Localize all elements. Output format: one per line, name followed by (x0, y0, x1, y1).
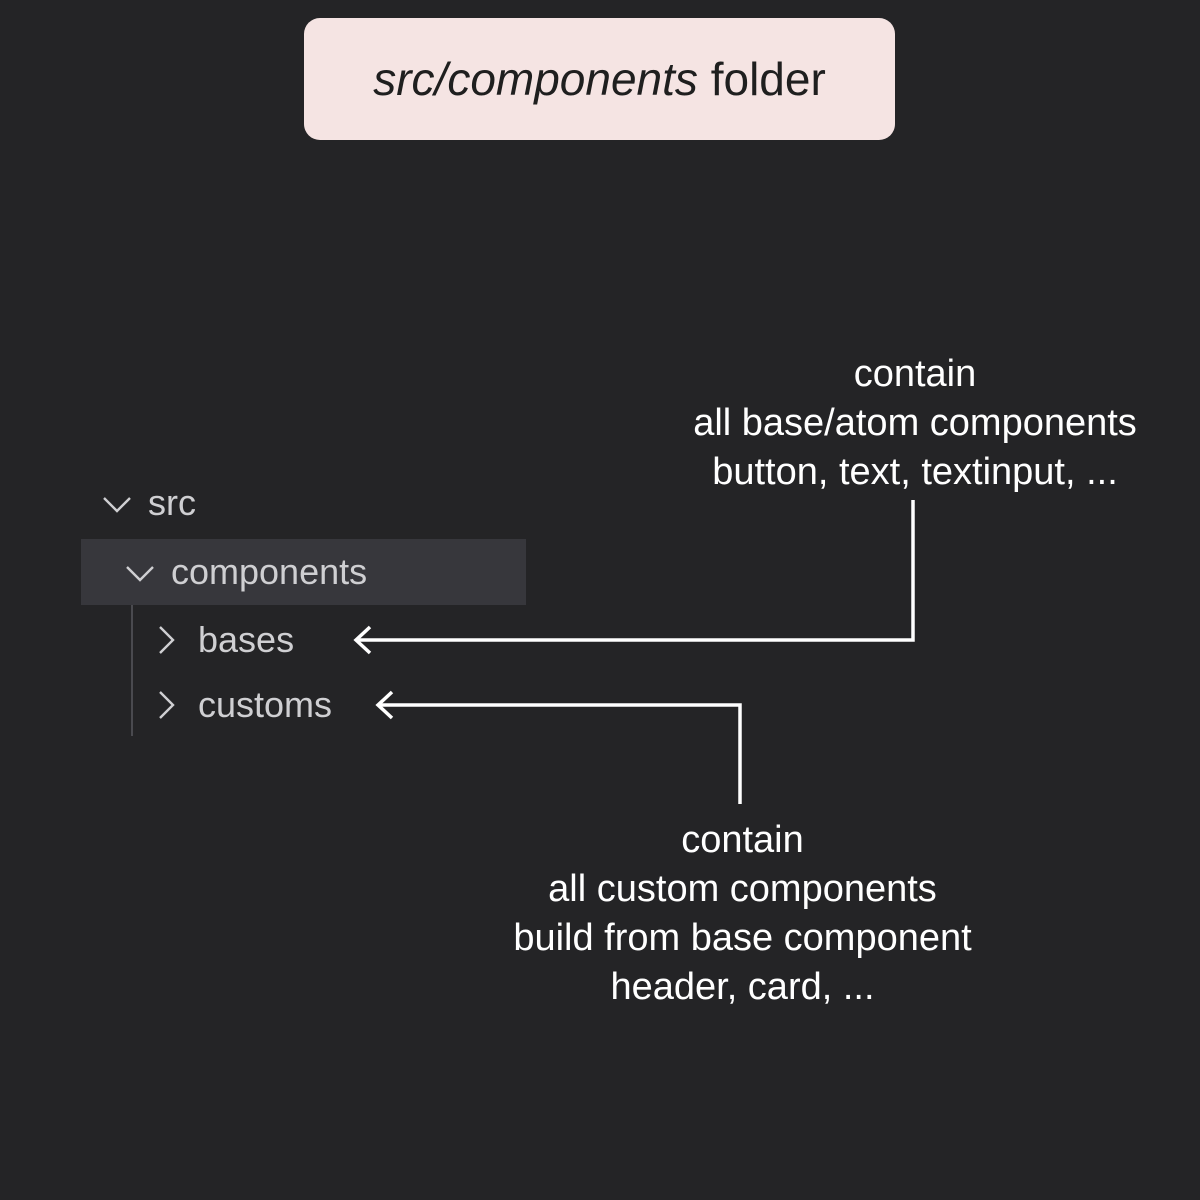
title-box: src/components folder (304, 18, 895, 140)
tree-row-src[interactable]: src (100, 478, 196, 528)
note-customs-line: build from base component (513, 917, 972, 959)
note-customs-line: contain (681, 819, 804, 861)
title-suffix: folder (710, 53, 826, 105)
chevron-right-icon (150, 623, 184, 657)
tree-row-customs[interactable]: customs (150, 675, 332, 735)
chevron-right-icon (150, 688, 184, 722)
note-bases-line: all base/atom components (693, 402, 1137, 444)
note-bases-line: button, text, textinput, ... (712, 451, 1118, 493)
tree-label-bases: bases (198, 619, 295, 660)
tree-label-components: components (171, 551, 368, 592)
tree-row-bases[interactable]: bases (150, 610, 294, 670)
chevron-down-icon (123, 555, 157, 589)
note-customs: contain all custom components build from… (470, 816, 1015, 1012)
title-path: src/components (373, 53, 698, 105)
note-bases: contain all base/atom components button,… (640, 350, 1190, 497)
arrow-to-customs (375, 690, 742, 804)
chevron-down-icon (100, 486, 134, 520)
note-customs-line: all custom components (548, 868, 937, 910)
tree-label-customs: customs (198, 684, 333, 725)
tree-row-components-selected[interactable]: components (81, 539, 526, 605)
tree-indent-guide (131, 605, 133, 736)
arrow-to-bases (353, 500, 915, 655)
note-customs-line: header, card, ... (610, 966, 875, 1008)
tree-label-src: src (148, 482, 196, 523)
note-bases-line: contain (853, 353, 977, 395)
